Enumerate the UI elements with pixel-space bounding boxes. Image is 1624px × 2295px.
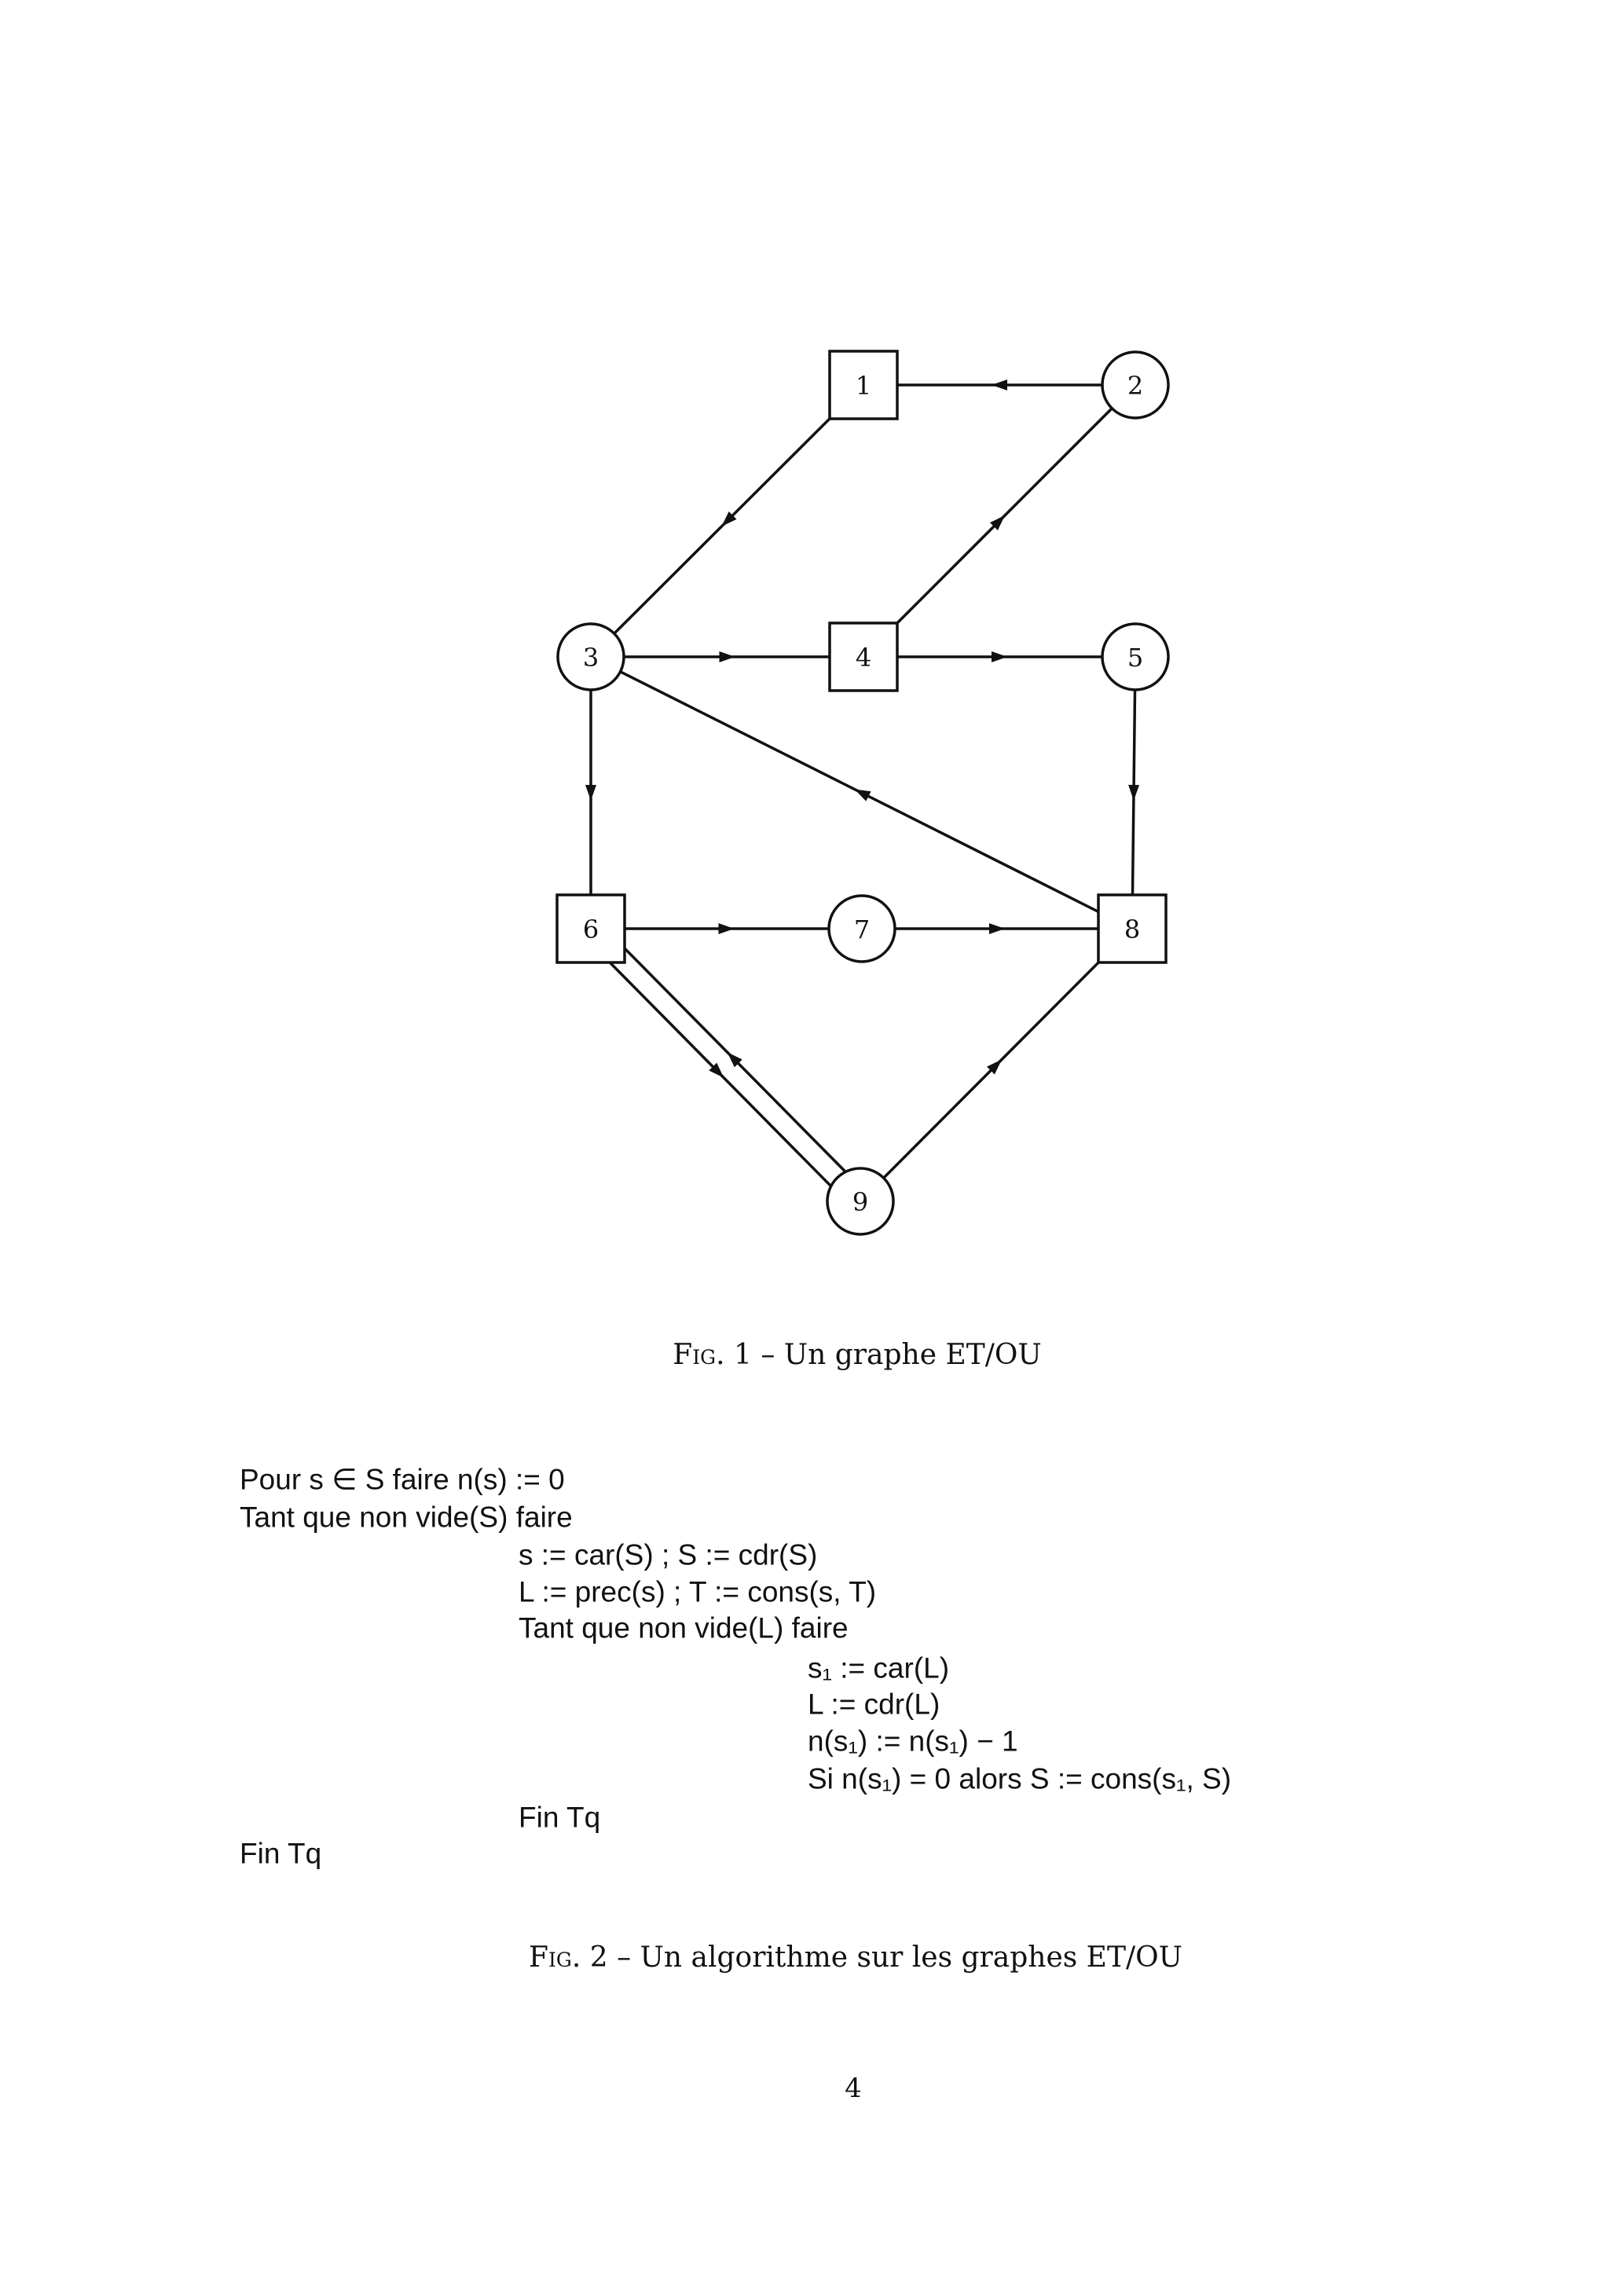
- arrowhead-icon: [854, 789, 871, 801]
- algorithm-line: s₁ := car(L): [808, 1652, 950, 1685]
- page-number: 4: [845, 2073, 862, 2104]
- edge-3-to-4: [591, 651, 863, 662]
- edge-9-to-6: [597, 920, 869, 1196]
- arrowhead-icon: [992, 379, 1007, 390]
- figure-2-label: Fig. 2: [529, 1941, 608, 1974]
- node-label: 7: [854, 915, 870, 944]
- arrowhead-icon: [992, 651, 1007, 662]
- algorithm-line: n(s₁) := n(s₁) − 1: [808, 1725, 1018, 1758]
- edge-6-to-9: [582, 934, 854, 1210]
- arrowhead-icon: [709, 1062, 724, 1078]
- algorithm-line: Tant que non vide(S) faire: [240, 1501, 573, 1534]
- node-label: 2: [1127, 371, 1143, 401]
- edge-4-to-5: [863, 651, 1135, 662]
- edge-2-to-1: [863, 379, 1135, 390]
- figure-2-caption: Fig. 2 – Un algorithme sur les graphes E…: [529, 1941, 1182, 1974]
- node-label: 6: [583, 915, 599, 944]
- algorithm-line: L := prec(s) ; T := cons(s, T): [519, 1575, 877, 1608]
- edge-4-to-2: [862, 383, 1137, 658]
- algorithm-line: Fin Tq: [240, 1837, 322, 1870]
- node-5: 5: [1101, 622, 1170, 691]
- node-label: 9: [852, 1187, 868, 1217]
- node-6: 6: [555, 893, 626, 964]
- node-label: 3: [583, 643, 599, 673]
- node-4: 4: [828, 621, 899, 692]
- algorithm-line: s := car(S) ; S := cdr(S): [519, 1538, 818, 1571]
- algorithm-line: Fin Tq: [519, 1801, 601, 1834]
- edge-3-to-6: [585, 657, 596, 929]
- edge-7-to-8: [862, 923, 1132, 934]
- figure-2-title: – Un algorithme sur les graphes ET/OU: [607, 1941, 1182, 1974]
- arrowhead-icon: [718, 923, 735, 934]
- edge-6-to-7: [591, 923, 862, 934]
- node-label: 5: [1127, 643, 1143, 673]
- figure-1-caption: Fig. 1 – Un graphe ET/OU: [673, 1339, 1041, 1371]
- arrowhead-icon: [585, 785, 596, 801]
- node-label: 4: [856, 643, 871, 673]
- node-7: 7: [827, 894, 896, 963]
- node-9: 9: [826, 1167, 895, 1236]
- and-or-graph-figure: 1 2 3 4 5 6 7 8 9: [555, 350, 1170, 1236]
- arrowhead-icon: [1128, 784, 1140, 801]
- edge-9-to-8: [859, 927, 1134, 1203]
- edge-8-to-3: [590, 655, 1133, 930]
- arrowhead-icon: [989, 515, 1006, 531]
- figure-1-label: Fig. 1: [673, 1339, 752, 1371]
- figure-1-title: – Un graphe ET/OU: [751, 1339, 1042, 1371]
- algorithm-line: Si n(s₁) = 0 alors S := cons(s₁, S): [808, 1762, 1232, 1795]
- node-3: 3: [556, 622, 625, 691]
- algorithm-line: Pour s ∈ S faire n(s) := 0: [240, 1463, 565, 1496]
- arrowhead-icon: [986, 1059, 1003, 1075]
- arrowhead-icon: [727, 1052, 742, 1068]
- algorithm-line: L := cdr(L): [808, 1688, 940, 1721]
- arrowhead-icon: [719, 651, 735, 662]
- node-label: 1: [856, 371, 871, 401]
- arrowhead-icon: [721, 511, 737, 527]
- arrowhead-icon: [989, 923, 1005, 934]
- edge-1-to-3: [589, 383, 865, 658]
- edge-5-to-8: [1128, 656, 1140, 929]
- algorithm-line: Tant que non vide(L) faire: [519, 1611, 849, 1644]
- node-8: 8: [1097, 893, 1168, 964]
- node-label: 8: [1124, 915, 1140, 944]
- node-2: 2: [1101, 350, 1170, 420]
- node-1: 1: [828, 350, 899, 420]
